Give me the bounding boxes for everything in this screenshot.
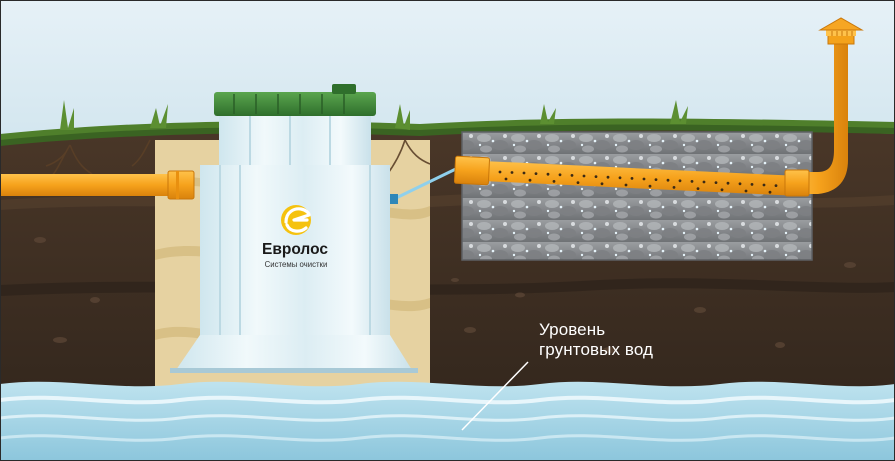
sky [0, 0, 895, 140]
groundwater [0, 381, 895, 461]
tank-lid [214, 92, 376, 116]
septic-tank [170, 84, 418, 373]
perforated-drain-pipe [453, 155, 800, 196]
gravel-filter-bed [462, 132, 812, 260]
groundwater-label-line1: Уровень [539, 320, 606, 339]
brand-name: Евролос [262, 241, 328, 258]
vent-cap-icon [818, 17, 864, 31]
grass-tufts [60, 100, 688, 130]
vent-riser-pipe [784, 17, 864, 197]
outlet-pipe [386, 163, 465, 204]
groundwater-label-line2: грунтовых вод [539, 340, 654, 359]
brand-logo: Евролос Системы очистки [262, 205, 328, 269]
groundwater-pointer-line [461, 361, 529, 431]
brand-tagline: Системы очистки [265, 260, 328, 269]
euro-e-icon [281, 205, 311, 235]
groundwater-label: Уровень грунтовых вод [539, 320, 719, 360]
inlet-pipe [0, 170, 195, 200]
